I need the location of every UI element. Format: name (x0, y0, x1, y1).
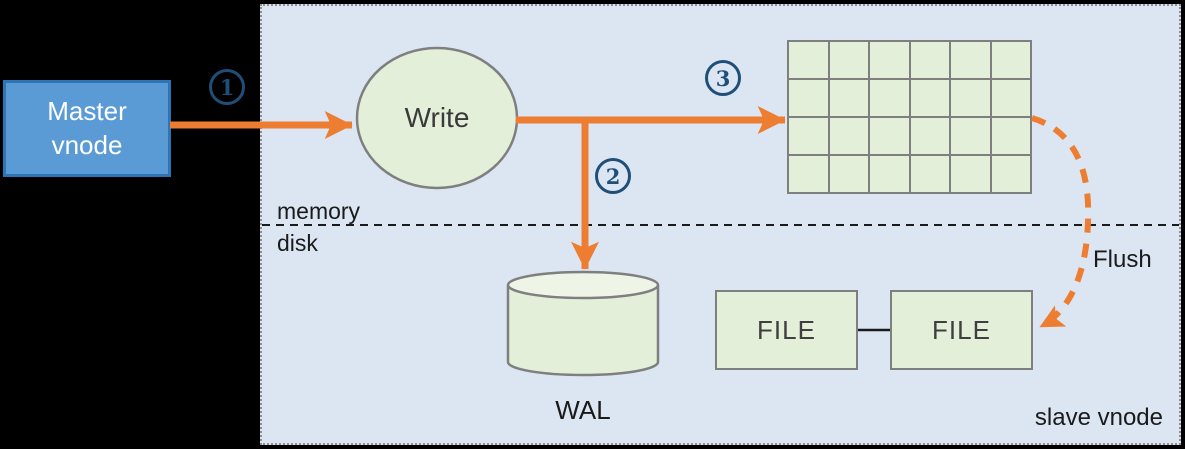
memtable-cell (951, 118, 990, 154)
disk-label: disk (277, 230, 318, 256)
memtable-cell (870, 80, 909, 116)
memtable-cell (789, 118, 828, 154)
memtable-cell (910, 42, 949, 78)
memtable-cell (910, 156, 949, 192)
memtable-cell (910, 80, 949, 116)
memtable-cell (829, 156, 868, 192)
memtable-grid (787, 40, 1032, 194)
memtable-cell (951, 80, 990, 116)
memtable-cell (870, 156, 909, 192)
file-box-left: FILE (715, 290, 858, 370)
memtable-cell (991, 156, 1030, 192)
memtable-cell (789, 156, 828, 192)
step-3-number: 3 (715, 65, 731, 91)
memtable-cell (870, 42, 909, 78)
memory-label: memory (277, 198, 361, 224)
wal-label: WAL (555, 395, 611, 425)
master-vnode-label: Master vnode (47, 95, 127, 160)
memtable-cell (829, 42, 868, 78)
memtable-cell (829, 118, 868, 154)
file-right-label: FILE (932, 314, 991, 345)
memtable-cell (951, 156, 990, 192)
memtable-cell (910, 118, 949, 154)
slave-vnode-label: slave vnode (1034, 404, 1163, 431)
memtable-cell (789, 42, 828, 78)
memtable-cell (951, 42, 990, 78)
memtable-cell (991, 118, 1030, 154)
memtable-cell (789, 80, 828, 116)
step-2-badge: 2 (595, 158, 631, 194)
write-node-label: Write (404, 102, 470, 133)
step-1-badge: 1 (209, 69, 245, 105)
memtable-cell (991, 42, 1030, 78)
flush-label: Flush (1093, 246, 1152, 273)
master-vnode-box: Master vnode (3, 80, 171, 177)
memtable-cell (829, 80, 868, 116)
file-left-label: FILE (757, 314, 816, 345)
step-2-number: 2 (605, 163, 621, 189)
memtable-cell (870, 118, 909, 154)
file-box-right: FILE (890, 290, 1033, 370)
memtable-cell (991, 80, 1030, 116)
step-3-badge: 3 (705, 60, 741, 96)
step-1-number: 1 (219, 74, 235, 100)
